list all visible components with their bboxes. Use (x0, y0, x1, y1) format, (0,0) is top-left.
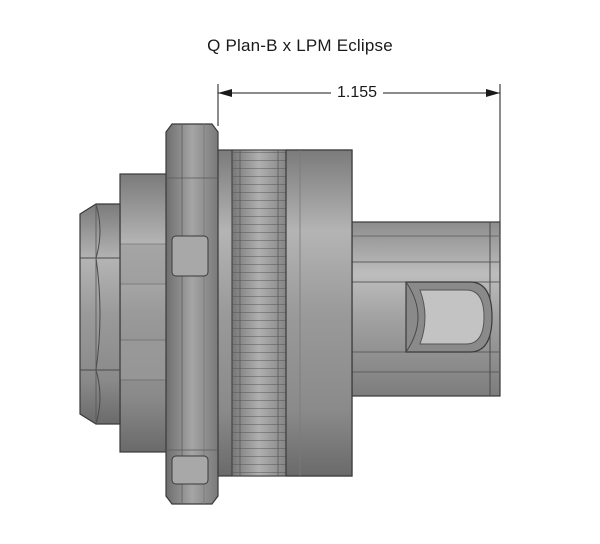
flange (165, 123, 219, 505)
dimension-label: 1.155 (331, 83, 383, 103)
dimension-arrow-left (218, 89, 232, 97)
hex-nut (79, 203, 121, 425)
dimension-arrow-right (486, 89, 500, 97)
shaft (349, 221, 501, 397)
drawing-title: Q Plan-B x LPM Eclipse (207, 36, 393, 55)
threaded-section (215, 149, 353, 477)
